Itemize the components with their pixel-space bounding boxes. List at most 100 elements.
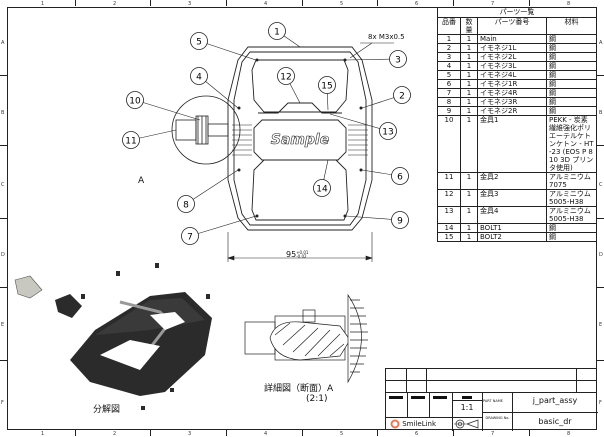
cell-part-no: イモネジ3R xyxy=(477,97,547,107)
zone-tick xyxy=(597,360,604,361)
zone-column-label: 3 xyxy=(188,1,192,7)
balloon-circle xyxy=(190,67,208,85)
zone-row-label: C xyxy=(1,182,5,188)
logo-sample-text: Sample xyxy=(271,132,329,148)
cell-qty: 1 xyxy=(460,70,478,80)
cell-part-no: イモネジ2L xyxy=(477,52,547,62)
cell-qty: 1 xyxy=(460,43,478,53)
balloon-leader xyxy=(329,113,389,132)
cell-part-no: イモネジ2R xyxy=(477,106,547,116)
cell-material: 鋼 xyxy=(546,52,597,62)
zone-row-label: F xyxy=(599,400,602,406)
balloon-5: 5 xyxy=(190,32,208,50)
cell-part-no: BOLT1 xyxy=(477,223,547,233)
zone-tick xyxy=(0,287,7,288)
zone-column-label: 4 xyxy=(264,1,268,7)
balloon-number: 5 xyxy=(196,38,202,48)
cell-qty: 1 xyxy=(460,106,478,116)
zone-row-label: D xyxy=(599,252,603,258)
balloon-leader xyxy=(134,99,201,121)
balloon-number: 11 xyxy=(125,137,136,147)
cell-material: PEKK - 炭素繊維強化ポリエーテルケトンケトン - HT-23 (EOS P… xyxy=(546,115,597,173)
cell-part-no: Main xyxy=(477,34,547,44)
header-material: 材料 xyxy=(546,17,597,35)
thread-note: 8x M3x0.5 xyxy=(368,33,405,41)
balloon-circle xyxy=(391,167,409,185)
zone-row-label: B xyxy=(1,110,5,116)
balloon-number: 1 xyxy=(274,28,280,38)
cell-item-no: 8 xyxy=(437,97,461,107)
balloon-circle xyxy=(181,227,199,245)
zone-tick xyxy=(226,0,227,6)
zone-tick xyxy=(597,75,604,76)
balloon-leader xyxy=(189,215,257,237)
balloon-number: 6 xyxy=(397,173,403,183)
cell-material: 鋼 xyxy=(546,61,597,71)
zone-tick xyxy=(150,0,151,6)
balloon-number: 4 xyxy=(196,73,202,83)
cell-item-no: 6 xyxy=(437,79,461,89)
cell-qty: 1 xyxy=(460,189,478,207)
cell-item-no: 10 xyxy=(437,115,461,173)
zone-column-label: 1 xyxy=(41,431,45,437)
cell-qty: 1 xyxy=(460,97,478,107)
zone-column-label: 6 xyxy=(415,1,419,7)
header-part-no: パーツ番号 xyxy=(477,17,547,35)
cell-material: 鋼 xyxy=(546,106,597,116)
balloon-number: 8 xyxy=(183,201,189,211)
balloon-3: 3 xyxy=(389,50,407,68)
cell-material: アルミニウム 7075 xyxy=(546,172,597,190)
detail-view-label: 詳細図（断面）A xyxy=(264,384,334,394)
cell-item-no: 9 xyxy=(437,106,461,116)
zone-tick xyxy=(0,218,7,219)
balloon-circle xyxy=(126,91,144,109)
cell-qty: 1 xyxy=(460,206,478,224)
cell-material: アルミニウム 5005-H38 xyxy=(546,206,597,224)
zone-column-label: 6 xyxy=(415,431,419,437)
balloon-leader xyxy=(185,169,239,205)
balloon-7: 7 xyxy=(181,227,199,245)
zone-tick xyxy=(302,0,303,6)
balloon-number: 2 xyxy=(399,92,405,102)
balloon-circle xyxy=(313,179,331,197)
cell-item-no: 2 xyxy=(437,43,461,53)
zone-column-label: 8 xyxy=(567,431,571,437)
zone-column-label: 2 xyxy=(113,431,117,437)
cell-item-no: 7 xyxy=(437,88,461,98)
scale-value: 1:1 xyxy=(460,403,474,412)
zone-column-label: 5 xyxy=(340,1,344,7)
cell-item-no: 3 xyxy=(437,52,461,62)
balloon-circle xyxy=(389,50,407,68)
cell-part-no: 金具3 xyxy=(477,189,547,207)
zone-tick xyxy=(453,430,454,436)
cell-material: アルミニウム 5005-H38 xyxy=(546,189,597,207)
cell-material: 鋼 xyxy=(546,43,597,53)
zone-tick xyxy=(529,0,530,6)
balloon-number: 13 xyxy=(382,128,393,138)
cell-item-no: 1 xyxy=(437,34,461,44)
balloon-2: 2 xyxy=(393,86,411,104)
balloon-8: 8 xyxy=(177,195,195,213)
cell-material: 鋼 xyxy=(546,79,597,89)
balloon-6: 6 xyxy=(391,167,409,185)
projection-symbol-icon xyxy=(454,418,480,432)
zone-column-label: 4 xyxy=(264,431,268,437)
exploded-view-illustration xyxy=(14,263,212,410)
cell-item-no: 4 xyxy=(437,61,461,71)
cell-qty: 1 xyxy=(460,88,478,98)
cell-part-no: 金具4 xyxy=(477,206,547,224)
dimension-number: 95 xyxy=(286,250,297,259)
cell-material: 鋼 xyxy=(546,34,597,44)
cell-qty: 1 xyxy=(460,52,478,62)
company-name: SmileLink xyxy=(402,420,437,428)
zone-column-label: 3 xyxy=(188,431,192,437)
header-qty: 数量 xyxy=(460,17,478,35)
balloon-number: 12 xyxy=(280,73,291,83)
cell-qty: 1 xyxy=(460,115,478,173)
